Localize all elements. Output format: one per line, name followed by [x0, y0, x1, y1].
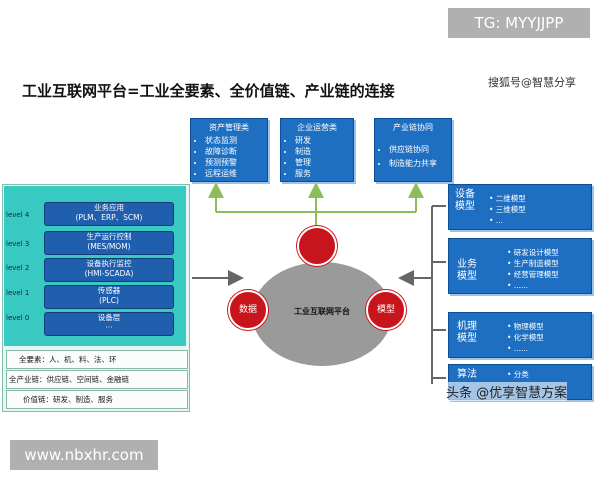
- url-watermark: www.nbxhr.com: [10, 440, 158, 470]
- top-box-item: 远程运维: [205, 168, 267, 179]
- layer-box-sensor: 传感器 (PLC): [44, 285, 174, 309]
- layer-line1: 业务应用: [94, 203, 124, 212]
- right-box-item: • 分类: [507, 370, 529, 379]
- top-box-item: 制造: [295, 146, 353, 157]
- industry-chain-row-text: 全产业链：供应链、空间链、金融链: [9, 375, 129, 384]
- platform-label: 工业互联网平台: [294, 307, 350, 316]
- layer-line2: ···: [105, 323, 113, 332]
- right-box-item: • ......: [507, 281, 529, 290]
- model-circle: 模型: [366, 290, 406, 330]
- layer-box-device: 设备层 ···: [44, 312, 174, 336]
- factor-row-text: 全要素：人、机、料、法、环: [19, 355, 117, 364]
- right-box-item: • 物理模型: [507, 322, 544, 331]
- layer-line1: 生产运行控制: [86, 232, 132, 241]
- top-box-industry-chain: 产业链协同 供应链协同 制造能力共享: [374, 118, 452, 182]
- right-box-label: 业务模型: [457, 259, 477, 282]
- top-box-title: 产业链协同: [393, 123, 433, 132]
- top-box-item: 制造能力共享: [389, 157, 451, 171]
- layer-box-business-app: 业务应用 (PLM、ERP、SCM): [44, 202, 174, 226]
- layer-line2: (PLC): [99, 296, 119, 305]
- right-box-item: • 生产制造模型: [507, 259, 559, 268]
- diagram-title: 工业互联网平台=工业全要素、全价值链、产业链的连接: [22, 82, 395, 100]
- value-chain-row-text: 价值链：研发、制造、服务: [23, 395, 113, 404]
- layer-box-device-monitoring: 设备执行监控 (HMI-SCADA): [44, 258, 174, 282]
- right-bracket: [431, 205, 446, 384]
- top-box-enterprise-operation: 企业运营类 研发 制造 管理 服务: [280, 118, 354, 182]
- sohu-watermark: 搜狐号@智慧分享: [488, 76, 576, 89]
- right-box-item: • 三维模型: [489, 205, 526, 214]
- top-box-title: 资产管理类: [209, 123, 249, 132]
- layer-line2: (PLM、ERP、SCM): [75, 213, 143, 222]
- right-box-label: 设备模型: [455, 189, 475, 212]
- industry-chain-row: 全产业链：供应链、空间链、金融链: [6, 370, 188, 389]
- layer-line1: 设备执行监控: [86, 259, 132, 268]
- right-box-business-model: 业务模型 • 研发设计模型 • 生产制造模型 • 经营管理模型 • ......: [448, 238, 592, 294]
- right-box-item: • ...: [489, 216, 503, 225]
- right-box-item: • 研发设计模型: [507, 248, 559, 257]
- right-box-label: 算法: [457, 369, 477, 380]
- top-box-item: 预测预警: [205, 157, 267, 168]
- layer-line1: 设备层: [97, 313, 121, 322]
- right-box-item: • 二维模型: [489, 194, 526, 203]
- top-box-item: 状态监测: [205, 135, 267, 146]
- level-label: level 3: [6, 240, 30, 248]
- top-box-item: 管理: [295, 157, 353, 168]
- right-box-item: • 化学模型: [507, 333, 544, 342]
- layer-line2: (MES/MOM): [87, 242, 131, 251]
- layer-line1: 传感器: [97, 286, 121, 295]
- right-box-list: • 分类: [507, 369, 529, 380]
- right-box-mechanism-model: 机理模型 • 物理模型 • 化学模型 • ......: [448, 312, 592, 358]
- factor-row: 全要素：人、机、料、法、环: [6, 350, 188, 369]
- right-box-list: • 二维模型 • 三维模型 • ...: [489, 193, 526, 226]
- layer-box-production-control: 生产运行控制 (MES/MOM): [44, 231, 174, 255]
- layer-line2: (HMI-SCADA): [84, 269, 134, 278]
- top-red-circle: [297, 226, 337, 266]
- top-box-item: 研发: [295, 135, 353, 146]
- data-circle: 数据: [228, 290, 268, 330]
- tg-watermark: TG: MYYJJPP: [448, 8, 590, 38]
- right-box-label: 机理模型: [457, 321, 477, 344]
- right-box-list: • 物理模型 • 化学模型 • ......: [507, 321, 544, 354]
- level-label: level 0: [6, 314, 30, 322]
- right-box-item: • 经营管理模型: [507, 270, 559, 279]
- right-box-list: • 研发设计模型 • 生产制造模型 • 经营管理模型 • ......: [507, 247, 559, 291]
- top-box-item: 供应链协同: [389, 143, 451, 157]
- brand-watermark: 头条 @优享智慧方案: [446, 382, 568, 401]
- right-box-item: • ......: [507, 344, 529, 353]
- level-label: level 1: [6, 289, 30, 297]
- top-box-item: 服务: [295, 168, 353, 179]
- right-box-equipment-model: 设备模型 • 二维模型 • 三维模型 • ...: [448, 184, 592, 230]
- top-box-item: 故障诊断: [205, 146, 267, 157]
- top-box-title: 企业运营类: [297, 123, 337, 132]
- level-label: level 4: [6, 211, 30, 219]
- level-label: level 2: [6, 264, 30, 272]
- value-chain-row: 价值链：研发、制造、服务: [6, 390, 188, 409]
- top-box-asset-management: 资产管理类 状态监测 故障诊断 预测预警 远程运维: [190, 118, 268, 182]
